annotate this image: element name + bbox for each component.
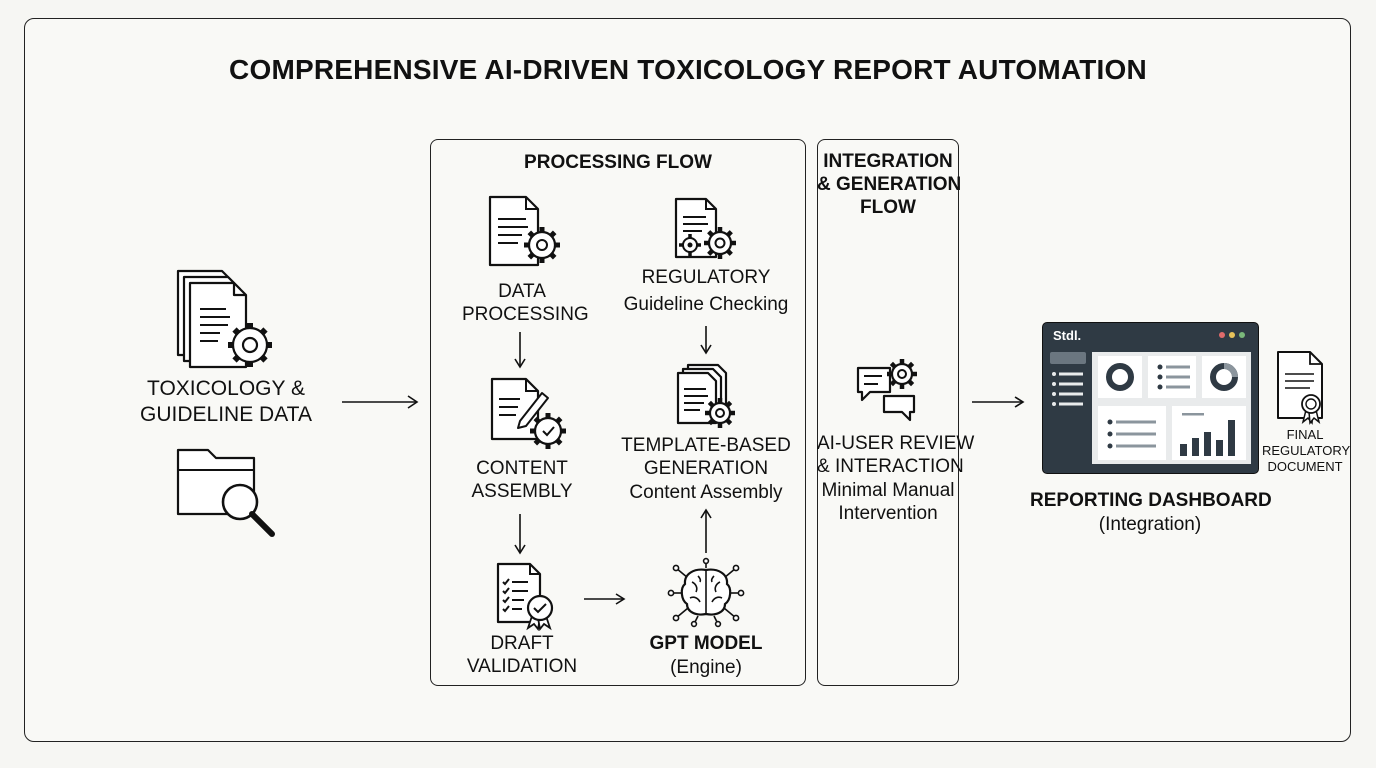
certified-document-icon xyxy=(1276,350,1328,426)
final-doc-line2: REGULATORY xyxy=(1262,443,1351,458)
gpt-model-line1: GPT MODEL xyxy=(649,633,763,654)
integration-title-line2: & GENERATION xyxy=(817,174,962,195)
arrow-gpt-to-template xyxy=(700,508,712,553)
document-pencil-gear-icon xyxy=(490,377,570,452)
review-line4: Intervention xyxy=(838,503,938,524)
window-dot-red xyxy=(1219,332,1225,338)
data-processing-line1: DATA xyxy=(498,281,546,302)
integration-title-line3: FLOW xyxy=(860,197,916,218)
regulatory-line2: Guideline Checking xyxy=(623,294,789,315)
arrow-content-to-draft xyxy=(514,514,526,555)
ai-brain-icon xyxy=(668,560,744,626)
chat-gear-icon xyxy=(854,354,924,424)
stacked-documents-gear-icon xyxy=(676,363,742,431)
gpt-model-line2: (Engine) xyxy=(670,657,742,678)
final-doc-line3: DOCUMENT xyxy=(1267,459,1343,474)
documents-gear-icon xyxy=(170,265,280,375)
window-dot-yellow xyxy=(1229,332,1235,338)
regulatory-line1: REGULATORY xyxy=(641,267,771,288)
dashboard-subtitle: (Integration) xyxy=(1098,514,1202,535)
template-line3: Content Assembly xyxy=(629,482,783,503)
checklist-badge-icon xyxy=(496,562,560,630)
content-assembly-line1: CONTENT xyxy=(476,458,568,479)
arrow-integration-to-dashboard xyxy=(972,396,1025,408)
template-line1: TEMPLATE-BASED xyxy=(621,435,791,456)
input-label-line2: GUIDELINE DATA xyxy=(140,403,312,426)
dashboard-window-label: Stdl. xyxy=(1053,328,1082,343)
arrow-input-to-processing xyxy=(342,395,419,409)
processing-flow-title: PROCESSING FLOW xyxy=(524,152,712,173)
arrow-draft-to-gpt xyxy=(584,593,626,605)
final-doc-line1: FINAL xyxy=(1286,427,1324,442)
review-line3: Minimal Manual xyxy=(821,480,955,501)
processing-flow-panel xyxy=(430,139,806,686)
dashboard-title: REPORTING DASHBOARD xyxy=(1030,490,1272,511)
window-dot-green xyxy=(1239,332,1245,338)
arrow-data-to-content xyxy=(514,332,526,369)
document-gear-icon xyxy=(488,195,564,270)
input-label-line1: TOXICOLOGY & xyxy=(147,377,305,400)
diagram-title: COMPREHENSIVE AI-DRIVEN TOXICOLOGY REPOR… xyxy=(229,54,1147,85)
folder-search-icon xyxy=(174,440,284,540)
data-processing-line2: PROCESSING xyxy=(462,304,589,325)
draft-validation-line1: DRAFT xyxy=(490,633,554,654)
arrow-regulatory-to-template xyxy=(700,326,712,355)
review-line2: & INTERACTION xyxy=(817,456,964,477)
content-assembly-line2: ASSEMBLY xyxy=(471,481,573,502)
integration-title-line1: INTEGRATION xyxy=(823,151,953,172)
document-gears-icon xyxy=(674,197,740,263)
review-line1: AI-USER REVIEW xyxy=(817,433,975,454)
template-line2: GENERATION xyxy=(643,458,769,479)
integration-flow-panel xyxy=(817,139,959,686)
dashboard-content-icon xyxy=(1050,352,1251,464)
draft-validation-line2: VALIDATION xyxy=(466,656,578,677)
